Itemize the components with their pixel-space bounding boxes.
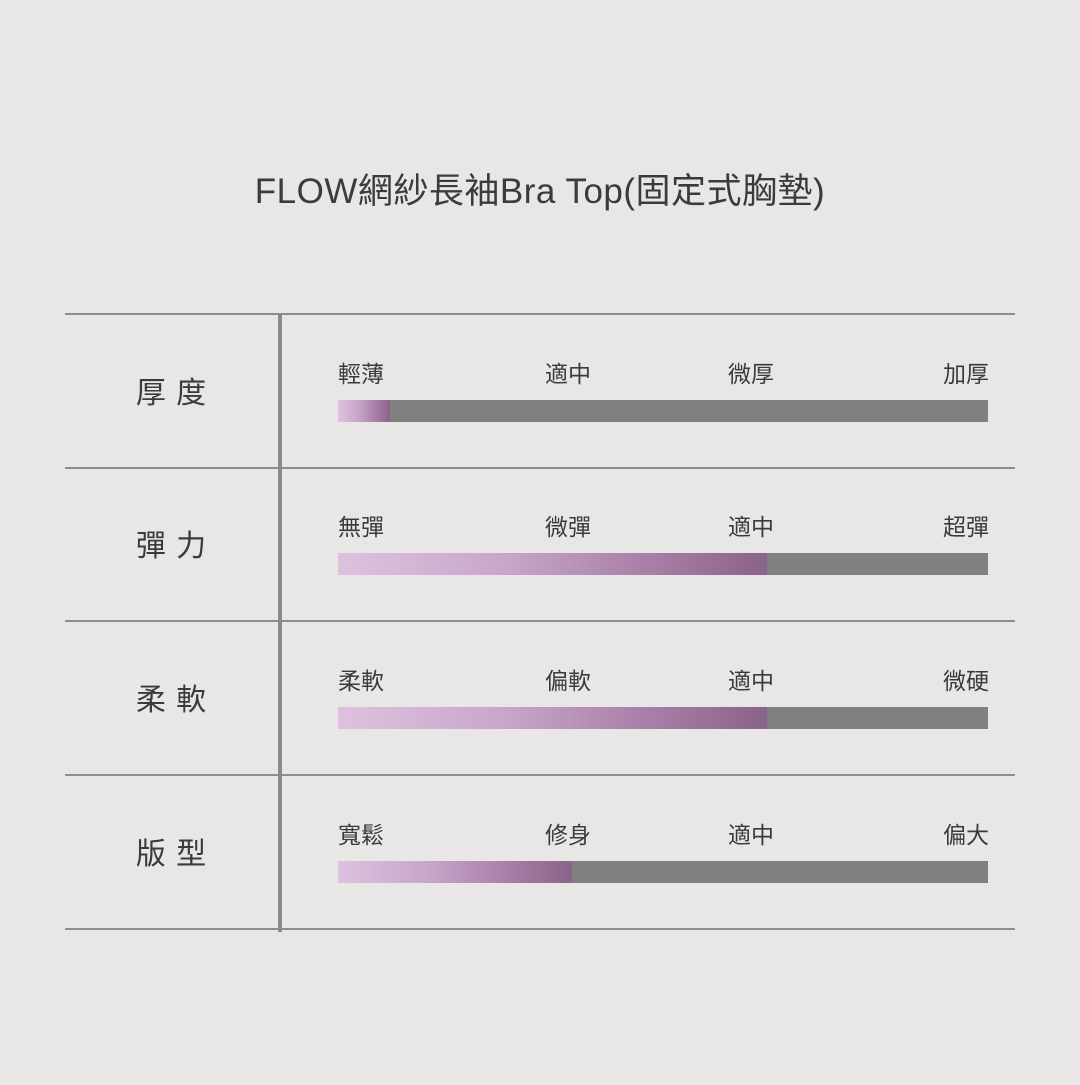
row-label-thickness: 厚 度 xyxy=(135,376,208,410)
table-row: 厚 度 輕薄 適中 微厚 加厚 xyxy=(65,315,1015,469)
scale-tick-2: 適中 xyxy=(728,667,774,694)
scale-tick-2: 適中 xyxy=(728,822,774,849)
page-title: FLOW網紗長袖Bra Top(固定式胸墊) xyxy=(254,172,826,211)
row-body-elasticity: 無彈 微彈 適中 超彈 xyxy=(278,469,1015,621)
row-body-fit: 寬鬆 修身 適中 偏大 xyxy=(278,776,1015,930)
scale-tick-2: 適中 xyxy=(728,514,774,541)
row-label-fit: 版 型 xyxy=(135,838,208,872)
table-row: 柔 軟 柔軟 偏軟 適中 微硬 xyxy=(65,622,1015,776)
scale-tick-0: 柔軟 xyxy=(338,667,384,694)
bar-track-elasticity xyxy=(338,553,988,576)
row-body-softness: 柔軟 偏軟 適中 微硬 xyxy=(278,622,1015,774)
bar-fill-softness xyxy=(338,706,767,729)
scale-tick-3: 微硬 xyxy=(943,667,989,694)
spec-table: 厚 度 輕薄 適中 微厚 加厚 彈 力 無彈 微彈 適中 xyxy=(65,313,1015,932)
bar-fill-elasticity xyxy=(338,553,767,576)
scale-tick-3: 加厚 xyxy=(943,360,989,387)
scale-tick-1: 適中 xyxy=(545,360,591,387)
scale-tick-0: 無彈 xyxy=(338,514,384,541)
scale-labels-elasticity: 無彈 微彈 適中 超彈 xyxy=(338,513,989,541)
scale-tick-3: 偏大 xyxy=(943,822,989,849)
row-body-thickness: 輕薄 適中 微厚 加厚 xyxy=(278,315,1015,467)
bar-fill-fit xyxy=(338,861,572,884)
scale-labels-fit: 寬鬆 修身 適中 偏大 xyxy=(338,821,989,849)
scale-tick-1: 微彈 xyxy=(545,514,591,541)
bar-track-fit xyxy=(338,861,988,884)
scale-tick-3: 超彈 xyxy=(943,514,989,541)
scale-tick-1: 修身 xyxy=(545,822,591,849)
scale-tick-2: 微厚 xyxy=(728,360,774,387)
bar-track-softness xyxy=(338,706,988,729)
scale-labels-softness: 柔軟 偏軟 適中 微硬 xyxy=(338,667,989,695)
table-row: 彈 力 無彈 微彈 適中 超彈 xyxy=(65,469,1015,622)
row-label-softness: 柔 軟 xyxy=(135,683,208,717)
scale-labels-thickness: 輕薄 適中 微厚 加厚 xyxy=(338,360,989,388)
scale-tick-0: 輕薄 xyxy=(338,360,384,387)
table-vertical-divider xyxy=(278,315,282,932)
scale-tick-1: 偏軟 xyxy=(545,667,591,694)
bar-track-thickness xyxy=(338,399,988,422)
row-label-elasticity: 彈 力 xyxy=(135,530,208,564)
table-row: 版 型 寬鬆 修身 適中 偏大 xyxy=(65,776,1015,930)
scale-tick-0: 寬鬆 xyxy=(338,822,384,849)
bar-fill-thickness xyxy=(338,399,390,422)
